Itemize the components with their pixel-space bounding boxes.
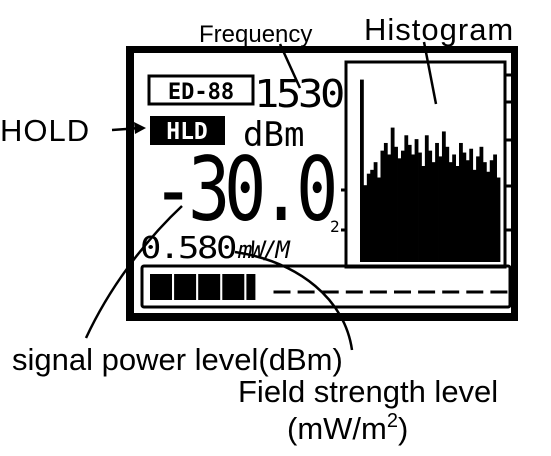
field-unit-label-main: (mW/m: [287, 411, 387, 446]
histogram-bar: [479, 146, 484, 262]
signal-bar-segment-filled: [222, 274, 245, 300]
histogram-bar: [380, 150, 385, 262]
signal-bar-segment-partial: [246, 274, 256, 300]
histogram-bar: [489, 160, 494, 262]
histogram-bar: [411, 154, 416, 262]
histogram-bar: [469, 148, 474, 262]
histogram-bar: [462, 152, 467, 262]
power-value: -30.0: [152, 138, 334, 241]
field-unit-label-exp: 2: [387, 410, 398, 432]
histogram-ticks: [341, 73, 511, 232]
histogram-bar: [383, 142, 388, 262]
histogram-bar: [407, 144, 412, 262]
histogram-bar: [370, 169, 375, 262]
histogram-bar: [435, 142, 439, 262]
histogram-bar: [421, 166, 426, 262]
field-value: 0.580: [140, 231, 236, 266]
histogram-panel: [341, 60, 511, 269]
histogram-bar: [472, 169, 477, 262]
histogram-bar: [493, 154, 497, 262]
histogram-bar: [496, 177, 501, 262]
leader-lines: [84, 41, 438, 351]
histogram-bar: [438, 156, 443, 262]
histogram-bar: [414, 139, 419, 262]
histogram-bar: [455, 166, 460, 262]
histogram-bar: [366, 173, 371, 262]
histogram-bar: [441, 131, 446, 262]
histogram-bar: [400, 150, 405, 262]
histogram-label: Histogram: [364, 12, 514, 47]
frequency-value: 1530: [254, 72, 343, 116]
histogram-bar: [363, 185, 368, 262]
histogram-bar: [452, 154, 457, 262]
model-badge-frame: [147, 74, 255, 106]
signal-bar-segment-filled: [174, 274, 197, 300]
frequency-label: Frequency: [199, 21, 312, 48]
model-badge: ED-88: [147, 74, 255, 106]
histogram-bar: [418, 152, 422, 262]
histogram-bar: [377, 177, 381, 262]
histogram-bar: [404, 135, 409, 262]
field-unit-label: (mW/m2): [287, 410, 408, 446]
power-unit: dBm: [243, 115, 304, 155]
histogram-leader: [422, 41, 438, 105]
field-strength-leader: [234, 250, 354, 351]
field-unit-exponent: 2: [330, 217, 340, 236]
signal-bar-segments: [150, 274, 508, 300]
model-badge-text: ED-88: [168, 80, 234, 105]
histogram-bar: [387, 154, 392, 262]
hold-label: HOLD: [0, 113, 90, 148]
histogram-bar: [373, 162, 378, 262]
histogram-bar: [390, 127, 395, 262]
histogram-bar: [394, 146, 398, 262]
histogram-bar: [431, 162, 436, 262]
histogram-bar: [445, 146, 450, 262]
histogram-bar: [397, 158, 402, 262]
histogram-bar: [360, 79, 364, 262]
signal-power-label: signal power level(dBm): [12, 342, 343, 377]
signal-bar-frame: [140, 264, 512, 309]
histogram-bars: [360, 79, 501, 262]
hold-arrowhead: [134, 122, 146, 134]
hold-badge-box: [150, 116, 225, 145]
histogram-bar: [424, 135, 429, 262]
field-strength-label: Field strength level: [238, 374, 498, 409]
hold-badge: HLD: [150, 116, 225, 145]
signal-bar: [140, 264, 512, 309]
hold-badge-text: HLD: [166, 119, 208, 145]
histogram-bar: [448, 162, 453, 262]
histogram-bar: [482, 162, 487, 262]
histogram-bar: [459, 142, 463, 262]
signal-bar-segment-filled: [150, 274, 172, 300]
histogram-bar: [476, 156, 480, 262]
field-unit-label-close: ): [398, 411, 408, 446]
signal-bar-segment-filled: [198, 274, 221, 300]
histogram-bar: [465, 160, 470, 262]
histogram-bar: [486, 171, 491, 262]
signal-power-leader: [84, 205, 183, 339]
histogram-bar: [428, 150, 433, 262]
frequency-leader: [278, 43, 302, 89]
